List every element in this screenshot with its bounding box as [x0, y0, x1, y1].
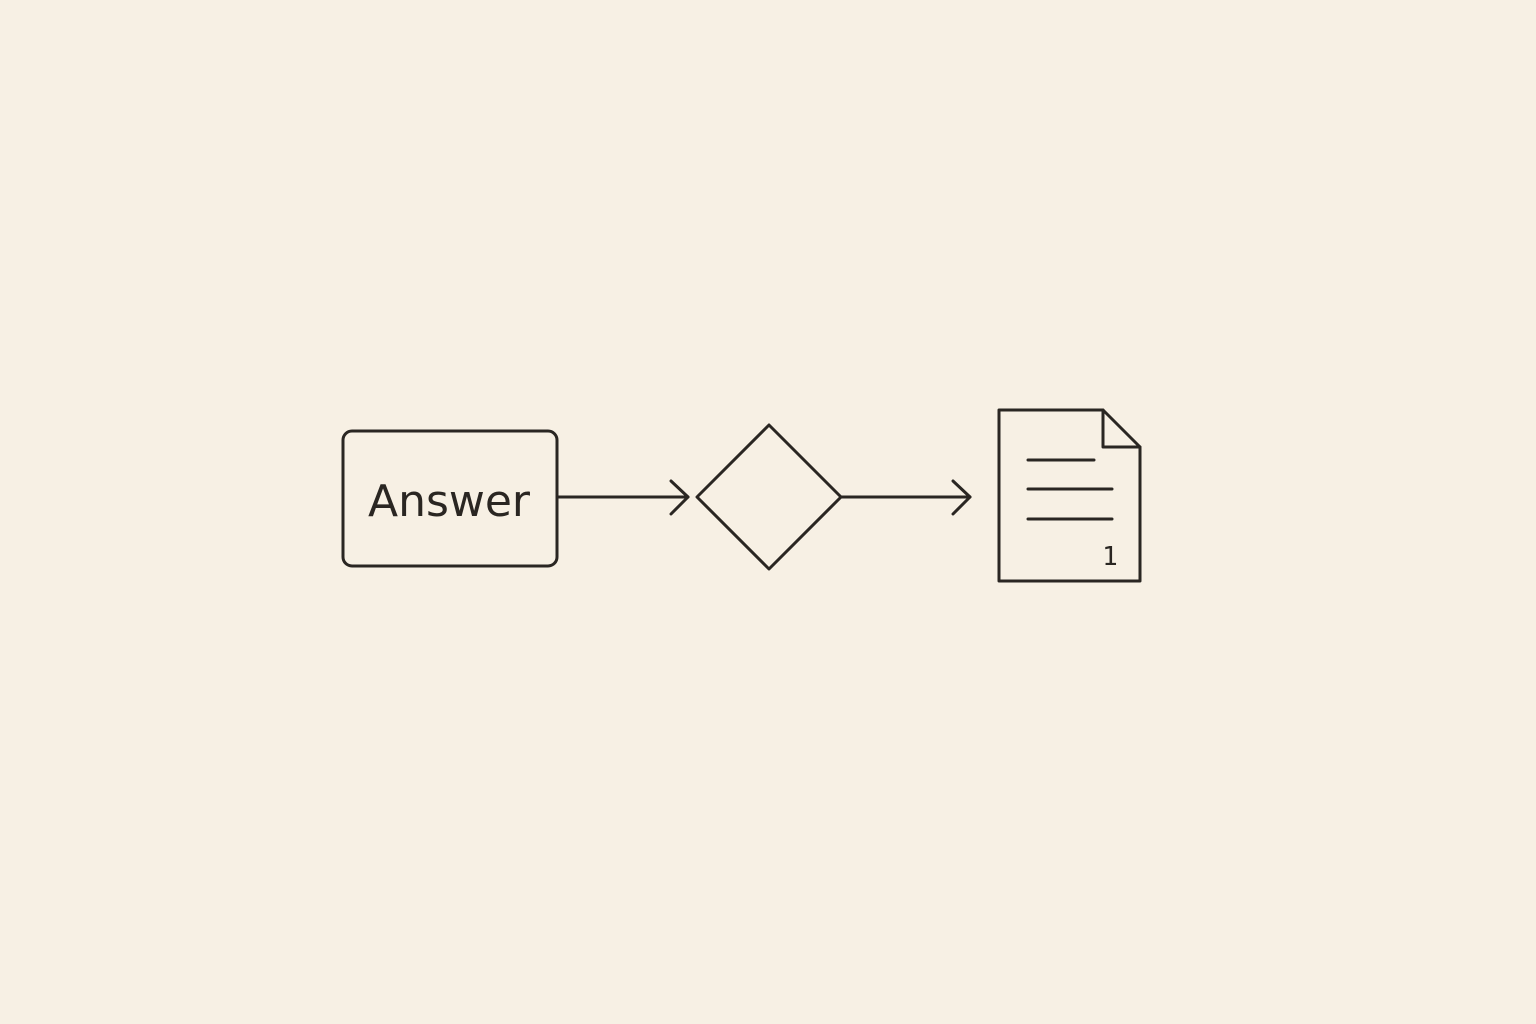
arrowhead-icon [951, 479, 972, 516]
document-icon [997, 408, 1142, 583]
arrowhead-icon [669, 479, 690, 516]
document-node: 1 [997, 408, 1142, 583]
edge-decision-to-document [839, 479, 972, 516]
document-fold-icon [1101, 408, 1142, 449]
document-page-number: 1 [1102, 542, 1118, 572]
edge-answer-to-decision [555, 479, 690, 516]
answer-label: Answer [368, 476, 531, 527]
decision-diamond [695, 423, 843, 571]
answer-node: Answer [341, 429, 559, 568]
decision-node [695, 423, 843, 571]
